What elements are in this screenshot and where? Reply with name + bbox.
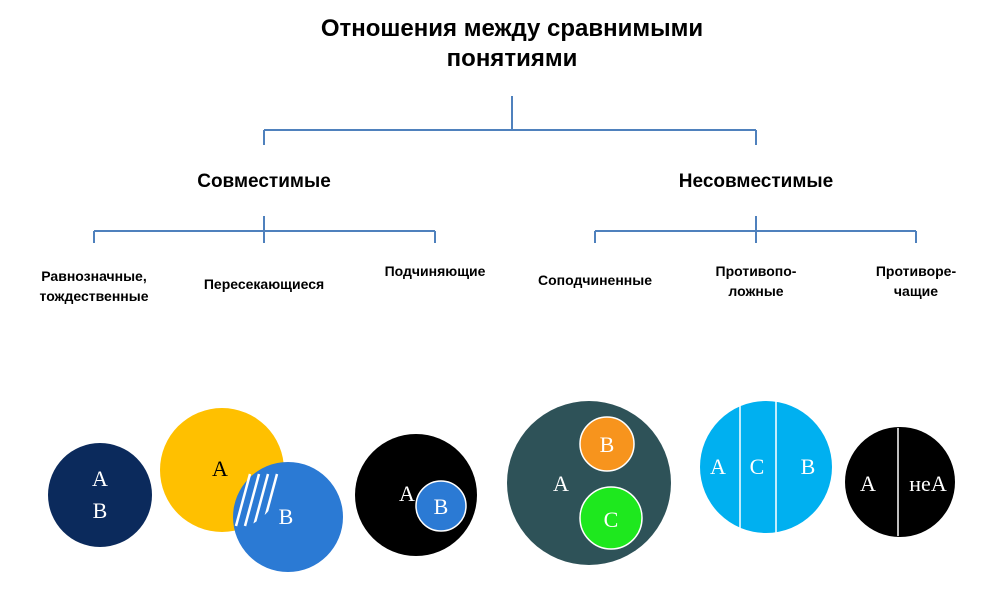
cosubordinate-circle-b (579, 416, 635, 472)
equivalent-diagram: А В (48, 443, 152, 547)
relation-subordinating: Подчиняющие (385, 261, 486, 281)
contradictory-label-a: А (860, 471, 876, 496)
cosubordinate-circle-c (579, 486, 643, 550)
relation-intersecting: Пересекающиеся (204, 274, 324, 294)
cosubordinate-diagram: А В С (507, 401, 671, 565)
relation-cosubordinate-line-1: Соподчиненные (537, 272, 653, 288)
relation-equivalent-line-1: Равнозначные, (41, 268, 147, 284)
intersecting-label-b: В (279, 504, 294, 529)
opposite-label-b: В (801, 454, 816, 479)
intersecting-diagram: А В (160, 408, 343, 572)
cosubordinate-label-b: В (600, 432, 615, 457)
equivalent-circle (48, 443, 152, 547)
intersecting-circle-b (233, 462, 343, 572)
relation-intersecting-line-1: Пересекающиеся (203, 276, 325, 292)
contradictory-label-not-a: неА (909, 471, 947, 496)
intersecting-label-a: А (212, 456, 228, 481)
contradictory-diagram: А неА (845, 427, 955, 537)
diagram-title: Отношения между сравнимыми понятиями (262, 14, 762, 74)
subordinating-label-b: В (434, 494, 449, 519)
opposite-circle (700, 401, 832, 533)
relation-equivalent: Равнозначные, тождественные (40, 266, 149, 306)
relation-opposite-line-1: Противопо- (715, 263, 797, 279)
cosubordinate-label-a: А (553, 471, 569, 496)
tree-connectors (93, 96, 917, 243)
equivalent-label-b: В (93, 498, 108, 523)
title-line-1: Отношения между сравнимыми (320, 15, 704, 42)
equivalent-label-a: А (92, 466, 108, 491)
group-incompatible: Несовместимые (678, 171, 834, 192)
opposite-label-a: А (710, 454, 726, 479)
title-line-2: понятиями (446, 45, 578, 72)
relation-opposite: Противопо- ложные (716, 261, 797, 301)
relation-equivalent-line-2: тождественные (39, 288, 149, 304)
relation-cosubordinate: Соподчиненные (538, 270, 652, 290)
subordinating-inner-circle (415, 480, 467, 532)
opposite-diagram: А С В (700, 401, 832, 533)
relation-opposite-line-2: ложные (728, 283, 784, 299)
subordinating-diagram: А В (355, 434, 477, 556)
subordinating-label-a: А (399, 481, 415, 506)
cosubordinate-label-c: С (604, 507, 619, 532)
relation-subordinating-line-1: Подчиняющие (384, 263, 486, 279)
group-compatible: Совместимые (197, 171, 331, 192)
relation-contradictory-line-1: Противоре- (875, 263, 957, 279)
contradictory-circle (845, 427, 955, 537)
relation-contradictory: Противоре- чащие (876, 261, 956, 301)
relation-contradictory-line-2: чащие (893, 283, 939, 299)
opposite-label-c: С (750, 454, 765, 479)
